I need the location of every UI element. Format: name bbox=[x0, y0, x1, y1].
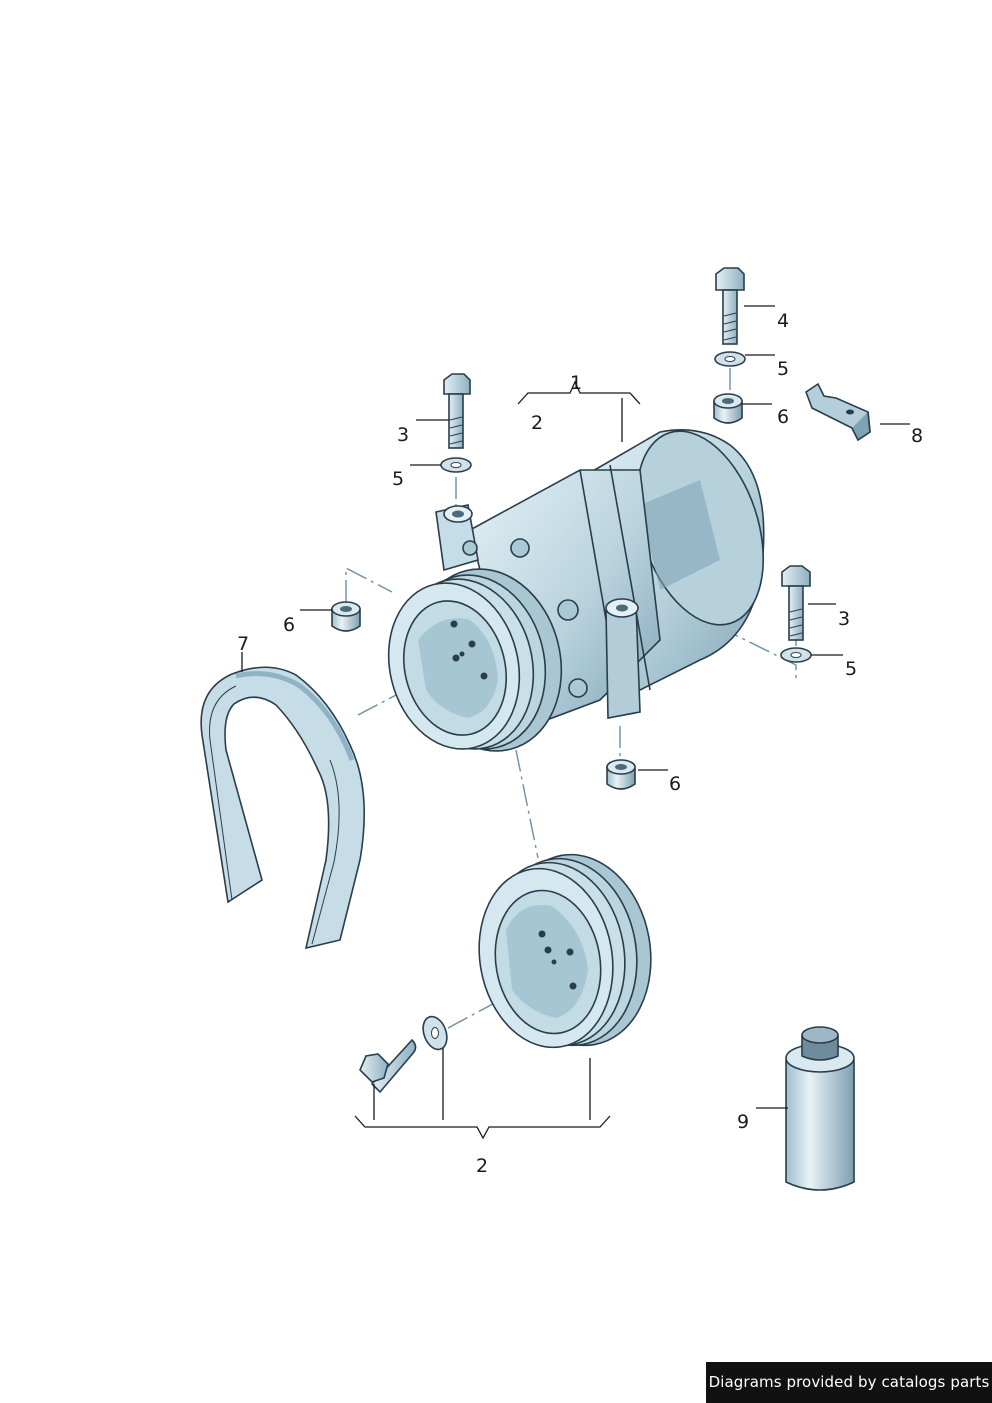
ribbed-belt bbox=[200, 666, 366, 950]
leader-lines bbox=[241, 305, 910, 1140]
bushing-left bbox=[331, 601, 361, 632]
bracket bbox=[805, 382, 871, 442]
bolt-right bbox=[781, 565, 811, 641]
oil-bottle bbox=[785, 1026, 855, 1191]
callout-5-right: 5 bbox=[845, 658, 857, 680]
washer-left bbox=[440, 457, 472, 473]
washer-right bbox=[780, 647, 812, 663]
callout-3-left: 3 bbox=[397, 424, 409, 446]
callout-8: 8 bbox=[911, 425, 923, 447]
callout-6-left: 6 bbox=[283, 614, 295, 636]
bushing-bottom bbox=[606, 759, 636, 790]
credit-banner: Diagrams provided by catalogs parts bbox=[706, 1362, 992, 1403]
callout-1: 1 bbox=[570, 372, 582, 394]
callout-3-right: 3 bbox=[838, 608, 850, 630]
callout-6-top: 6 bbox=[777, 406, 789, 428]
callout-4: 4 bbox=[777, 310, 789, 332]
washer-pulley bbox=[422, 1015, 448, 1051]
bolt-left bbox=[443, 373, 471, 449]
callout-7: 7 bbox=[237, 633, 249, 655]
callout-5-left: 5 bbox=[392, 468, 404, 490]
bolt-top-right bbox=[715, 267, 745, 345]
pulley-assembly bbox=[478, 853, 652, 1049]
compressor-pulley bbox=[387, 568, 563, 752]
callout-2-top: 2 bbox=[531, 412, 543, 434]
compressor-boss-left bbox=[435, 504, 479, 572]
callout-6-bottom: 6 bbox=[669, 773, 681, 795]
washer-top-right bbox=[714, 351, 746, 367]
callout-2-bottom: 2 bbox=[476, 1155, 488, 1177]
bolt-pulley bbox=[359, 1038, 417, 1094]
callout-labels: 1 2 3 5 4 5 6 8 6 7 3 5 6 9 2 bbox=[237, 310, 923, 1177]
callout-5-top: 5 bbox=[777, 358, 789, 380]
callout-9: 9 bbox=[737, 1111, 749, 1133]
compressor-boss-right bbox=[605, 598, 641, 719]
bushing-top-right bbox=[713, 393, 743, 424]
compressor bbox=[387, 429, 765, 752]
